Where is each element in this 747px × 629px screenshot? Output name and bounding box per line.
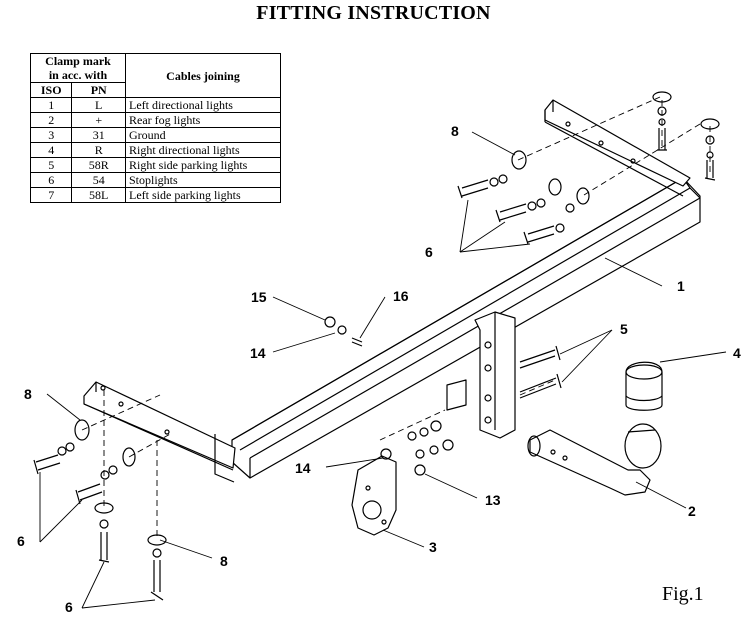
callout-3: 3 bbox=[429, 539, 437, 555]
table-row: 2+Rear fog lights bbox=[29, 112, 281, 128]
callout-8-bottom: 8 bbox=[220, 553, 228, 569]
callout-6-left: 6 bbox=[17, 533, 25, 549]
cables-joining-table: Clamp mark in acc. with Cables joining I… bbox=[29, 53, 281, 203]
pn-header: PN bbox=[71, 82, 126, 98]
callout-leaders bbox=[39, 131, 727, 609]
figure-label: Fig.1 bbox=[662, 583, 704, 605]
callout-5: 5 bbox=[620, 321, 628, 337]
callout-15: 15 bbox=[251, 289, 267, 305]
cross-beam bbox=[231, 177, 701, 479]
page-title: FITTING INSTRUCTION bbox=[256, 2, 491, 24]
callout-2: 2 bbox=[688, 503, 696, 519]
callout-4: 4 bbox=[733, 345, 741, 361]
callout-8-top: 8 bbox=[451, 123, 459, 139]
socket-plate bbox=[351, 455, 397, 536]
clamp-mark-header: Clamp mark in acc. with bbox=[30, 53, 126, 83]
callout-13: 13 bbox=[485, 492, 501, 508]
callout-labels: 8 6 1 5 4 2 3 13 14 15 14 16 8 6 8 6 bbox=[17, 123, 741, 615]
assembly-dash-lines bbox=[81, 96, 711, 540]
ball-mount-plate bbox=[446, 311, 516, 439]
hardware-parts bbox=[33, 91, 720, 601]
callout-8-left: 8 bbox=[24, 386, 32, 402]
callout-14-upper: 14 bbox=[250, 345, 266, 361]
ball-cap bbox=[625, 361, 663, 411]
ball-neck bbox=[527, 423, 662, 496]
callout-14-lower: 14 bbox=[295, 460, 311, 476]
callout-6-top: 6 bbox=[425, 244, 433, 260]
left-side-bracket bbox=[83, 381, 236, 483]
right-side-bracket bbox=[544, 99, 691, 197]
callout-16: 16 bbox=[393, 288, 409, 304]
callout-6-bottom: 6 bbox=[65, 599, 73, 615]
callout-1: 1 bbox=[677, 278, 685, 294]
